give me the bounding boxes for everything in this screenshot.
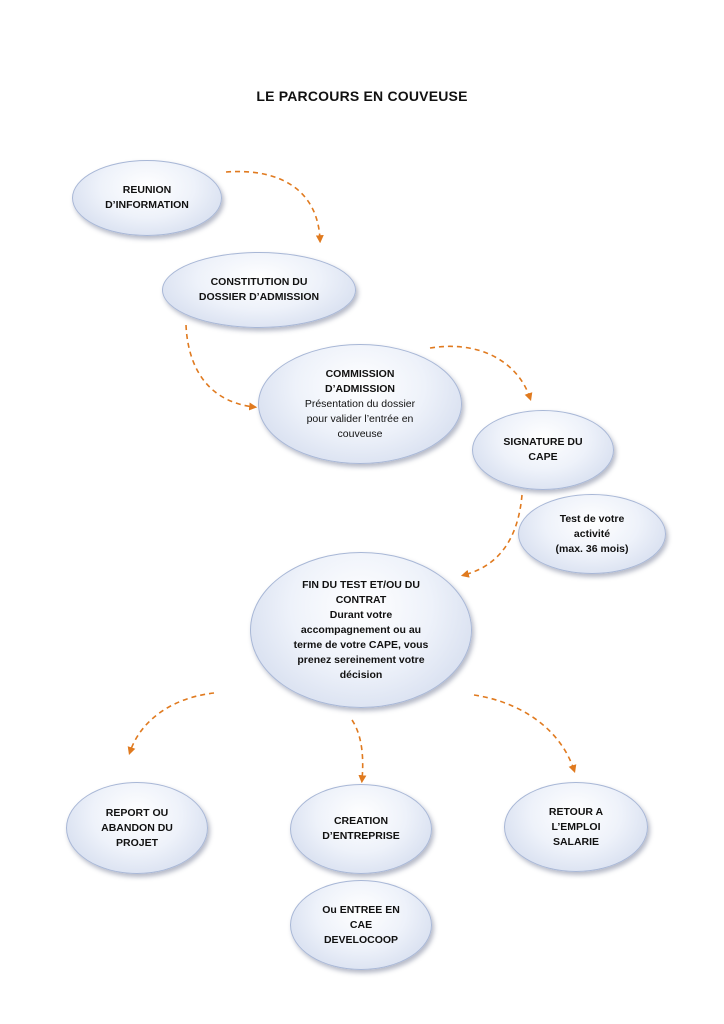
edge-reunion-constitution: [225, 170, 324, 244]
node-label: Ou ENTREE EN: [322, 903, 400, 916]
node-description: accompagnement ou au: [300, 623, 422, 636]
node-label: REUNION: [122, 184, 172, 196]
node-label: SALARIE: [552, 835, 600, 848]
edge-constitution-commission: [185, 324, 258, 411]
node-label: D’INFORMATION: [105, 199, 189, 211]
node-entree-cae: Ou ENTREE EN CAE DEVELOCOOP: [290, 880, 432, 970]
node-signature-cape: SIGNATURE DU CAPE: [472, 410, 614, 490]
node-description: pour valider l’entrée en: [306, 412, 414, 425]
node-label: CAPE: [528, 451, 558, 463]
node-description: couveuse: [337, 427, 383, 440]
node-label: CONTRAT: [335, 593, 387, 606]
node-label: ABANDON DU: [101, 821, 173, 834]
node-fin-test-contrat: FIN DU TEST ET/OU DU CONTRAT Durant votr…: [250, 552, 472, 708]
node-label: SIGNATURE DU: [503, 436, 583, 448]
node-creation-entreprise: CREATION D’ENTREPRISE: [290, 784, 432, 874]
node-label: RETOUR A: [548, 805, 604, 818]
node-label: (max. 36 mois): [555, 542, 629, 555]
edge-commission-signature: [429, 345, 533, 402]
node-label: REPORT OU: [105, 806, 169, 819]
node-description: Présentation du dossier: [304, 397, 416, 410]
node-retour-emploi: RETOUR A L’EMPLOI SALARIE: [504, 782, 648, 872]
node-label: D’ENTREPRISE: [322, 830, 400, 842]
edge-fin-report: [127, 692, 215, 756]
node-description: Durant votre: [329, 608, 393, 621]
node-label: COMMISSION: [325, 367, 395, 380]
node-label: DEVELOCOOP: [323, 933, 399, 946]
node-description: prenez sereinement votre: [297, 653, 425, 666]
node-label: L’EMPLOI: [551, 820, 601, 833]
node-label: FIN DU TEST ET/OU DU: [302, 578, 420, 591]
node-report-abandon: REPORT OU ABANDON DU PROJET: [66, 782, 208, 874]
node-commission-admission: COMMISSION D’ADMISSION Présentation du d…: [258, 344, 462, 464]
node-label: Test de votre: [559, 512, 625, 525]
node-label: CONSTITUTION DU: [210, 276, 308, 288]
node-label: activité: [573, 527, 611, 540]
edge-signature-fin: [460, 494, 523, 578]
node-description: décision: [339, 668, 383, 681]
edge-fin-creation: [351, 719, 367, 784]
node-label: CREATION: [333, 815, 389, 827]
node-label: D’ADMISSION: [324, 382, 395, 395]
edge-fin-retour: [473, 694, 577, 774]
node-label: CAE: [349, 918, 373, 931]
node-label: PROJET: [115, 836, 158, 849]
node-label: DOSSIER D’ADMISSION: [198, 291, 320, 303]
node-description: terme de votre CAPE, vous: [293, 638, 429, 651]
node-test-activite: Test de votre activité (max. 36 mois): [518, 494, 666, 574]
node-constitution-dossier: CONSTITUTION DU DOSSIER D’ADMISSION: [162, 252, 356, 328]
node-reunion-information: REUNION D’INFORMATION: [72, 160, 222, 236]
page-title: LE PARCOURS EN COUVEUSE: [256, 88, 468, 104]
